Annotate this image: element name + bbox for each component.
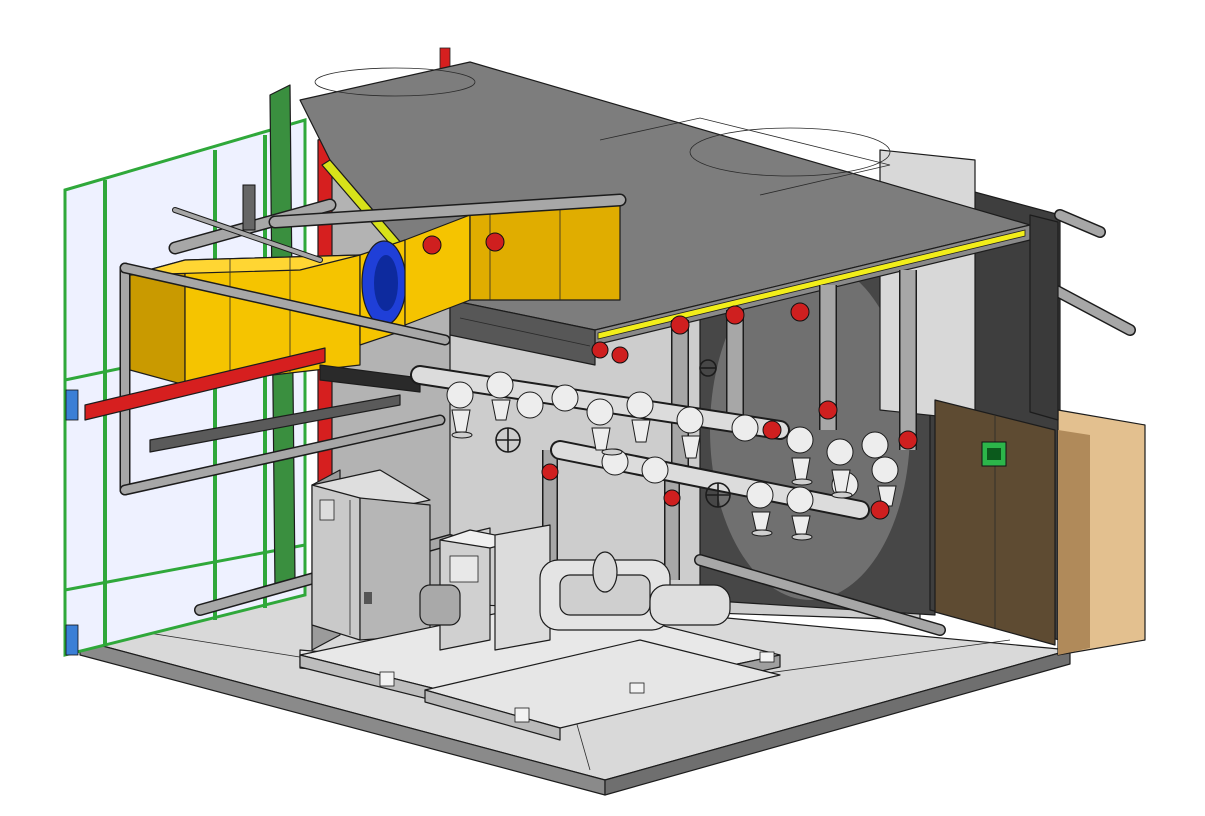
overhead-pipes: [119, 184, 1136, 636]
pump-motor: [419, 551, 731, 631]
valve-manifold: [410, 341, 899, 541]
pump-skid-2: [379, 639, 781, 741]
red-beams: [84, 347, 421, 453]
side-wall-panel: [1057, 409, 1146, 656]
entry-door: [934, 399, 1056, 646]
roof-edge-post: [1029, 214, 1059, 421]
valve-handwheel-icon: [495, 359, 731, 508]
